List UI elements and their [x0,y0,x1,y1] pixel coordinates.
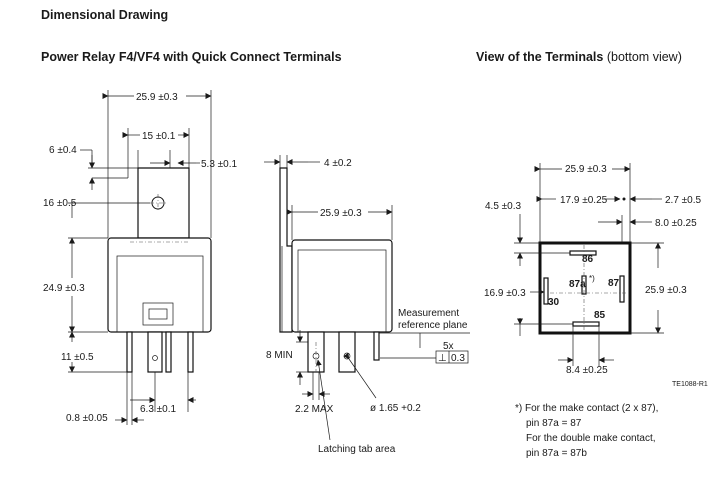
hole-height-label: 16 ±0.5 [43,198,77,209]
terminal-view-title-main: View of the Terminals [476,50,604,64]
pin-87a-label: 87a [569,279,586,290]
terminal-view-title: View of the Terminals (bottom view) [476,50,682,64]
footnote-line-4: pin 87a = 87b [526,448,587,459]
pin-85-label: 85 [594,310,606,321]
hole-diameter-label: ø 1.65 +0.2 [370,403,421,414]
terminal [126,331,133,373]
latching-tab [142,302,174,326]
side-terminal [338,331,356,373]
section-heading: Dimensional Drawing [41,8,169,22]
body-height-label: 24.9 ±0.3 [43,283,85,294]
side-body [291,239,393,333]
drawing-reference: TE1088-R1 [672,381,708,388]
dim-2-7-label: 2.7 ±0.5 [665,195,702,206]
terminal-thickness-label: 0.8 ±0.05 [66,413,108,424]
terminal [147,331,163,373]
pin-86-label: 86 [582,254,594,265]
side-terminal [373,331,380,361]
measurement-plane-label-2: reference plane [398,320,468,331]
footnote-line-1: *) For the make contact (2 x 87), [515,403,658,414]
latching-area-label: Latching tab area [318,444,396,455]
dim-16-9-label: 16.9 ±0.3 [484,288,526,299]
front-width-label: 25.9 ±0.3 [136,92,178,103]
dim-8-0-label: 8.0 ±0.25 [655,218,697,229]
terminal-length-label: 11 ±0.5 [61,352,94,363]
bottom-width-label: 25.9 ±0.3 [565,164,607,175]
perpendicular-count: 5x [443,341,454,352]
terminal [165,331,172,373]
max-width-label: 2.2 MAX [295,404,334,415]
footnote-line-2: pin 87a = 87 [526,418,582,429]
perpendicularity-symbol: ⊥ [438,353,447,364]
pin-30-label: 30 [548,297,560,308]
relay-title: Power Relay F4/VF4 with Quick Connect Te… [41,50,342,64]
footnote: *) For the make contact (2 x 87), pin 87… [515,403,658,459]
bracket-width-label: 15 ±0.1 [142,131,176,142]
bracket-thickness-label: 4 ±0.2 [324,158,352,169]
pin-87-label: 87 [608,278,620,289]
bottom-view: 86 87a *) 87 30 85 25.9 ±0.3 17.9 ±0.25 … [484,163,708,388]
min-length-label: 8 MIN [266,350,293,361]
terminal-pitch-label: 6.3 ±0.1 [140,404,177,415]
pin-85 [572,321,600,327]
pin-87 [619,275,625,303]
front-view: 25.9 ±0.3 15 ±0.1 5.3 ±0.1 6 ±0.4 16 ±0.… [43,90,238,425]
dim-4-5-label: 4.5 ±0.3 [485,201,522,212]
bottom-height-label: 25.9 ±0.3 [645,285,687,296]
relay-body [107,237,212,333]
pin-87a-mark: *) [589,274,595,283]
terminal [187,331,194,373]
side-width-label: 25.9 ±0.3 [320,208,362,219]
dim-8-4-label: 8.4 ±0.25 [566,365,608,376]
side-view: 4 ±0.2 25.9 ±0.3 Measurement reference p… [264,155,470,455]
measurement-plane-label-1: Measurement [398,308,459,319]
bottom-outline [538,241,632,335]
perpendicularity-value: 0.3 [451,353,465,364]
perpendicularity-frame [435,350,469,364]
terminal-view-subtitle: (bottom view) [606,50,682,64]
top-offset-label: 6 ±0.4 [49,145,77,156]
dim-17-9-label: 17.9 ±0.25 [560,195,608,206]
footnote-line-3: For the double make contact, [526,433,656,444]
bracket-offset-label: 5.3 ±0.1 [201,159,238,170]
